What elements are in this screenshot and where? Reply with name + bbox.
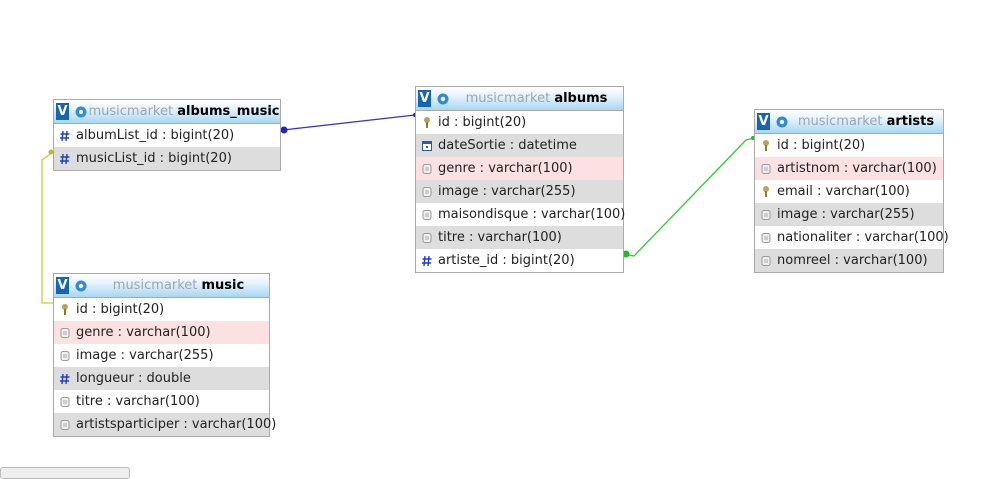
text-icon xyxy=(60,396,70,407)
column-row[interactable]: id : bigint(20) xyxy=(54,298,269,321)
column-label: maisondisque : varchar(100) xyxy=(438,207,626,222)
hash-icon xyxy=(60,373,70,384)
column-label: albumList_id : bigint(20) xyxy=(76,128,235,143)
calendar-icon xyxy=(422,140,432,151)
db-name: musicmarket xyxy=(88,104,174,119)
column-row[interactable]: artiste_id : bigint(20) xyxy=(416,249,623,272)
horizontal-scrollbar[interactable] xyxy=(0,467,130,479)
column-row[interactable]: artistnom : varchar(100) xyxy=(755,157,943,180)
text-icon xyxy=(60,327,70,338)
column-row[interactable]: id : bigint(20) xyxy=(416,111,623,134)
hash-icon xyxy=(422,255,432,266)
table-albums-music[interactable]: V musicmarket albums_music albumList_id … xyxy=(53,99,281,171)
hash-icon xyxy=(60,130,70,141)
db-name: musicmarket xyxy=(112,278,198,293)
column-label: id : bigint(20) xyxy=(76,302,165,317)
key-icon xyxy=(424,116,430,128)
relation-albums-to-artists[interactable] xyxy=(622,136,756,258)
text-icon xyxy=(422,186,432,197)
relation-albums-music-to-albums[interactable] xyxy=(280,113,418,134)
db-name: musicmarket xyxy=(797,114,883,129)
table-name: albums_music xyxy=(177,104,280,119)
text-icon xyxy=(422,163,432,174)
column-label: nomreel : varchar(100) xyxy=(777,253,928,268)
column-label: id : bigint(20) xyxy=(777,138,866,153)
column-label: email : varchar(100) xyxy=(777,184,910,199)
column-label: artistnom : varchar(100) xyxy=(777,161,937,176)
db-name: musicmarket xyxy=(465,91,551,106)
column-label: artiste_id : bigint(20) xyxy=(438,253,575,268)
column-label: nationaliter : varchar(100) xyxy=(777,230,949,245)
text-icon xyxy=(60,350,70,361)
column-row[interactable]: image : varchar(255) xyxy=(755,203,943,226)
column-label: image : varchar(255) xyxy=(777,207,915,222)
toggle-columns-button[interactable]: V xyxy=(757,113,770,130)
column-row[interactable]: nomreel : varchar(100) xyxy=(755,249,943,272)
column-row[interactable]: genre : varchar(100) xyxy=(416,157,623,180)
column-label: artistsparticiper : varchar(100) xyxy=(76,417,277,432)
table-title: musicmarket music xyxy=(88,278,269,293)
table-title: musicmarket albums xyxy=(450,91,623,106)
hash-icon xyxy=(60,153,70,164)
column-label: image : varchar(255) xyxy=(438,184,576,199)
table-name: albums xyxy=(554,91,608,106)
column-row[interactable]: genre : varchar(100) xyxy=(54,321,269,344)
column-label: longueur : double xyxy=(76,371,191,386)
gear-icon[interactable] xyxy=(74,279,88,293)
toggle-columns-button[interactable]: V xyxy=(56,103,69,120)
text-icon xyxy=(422,232,432,243)
key-icon xyxy=(763,185,769,197)
column-row[interactable]: nationaliter : varchar(100) xyxy=(755,226,949,249)
column-row[interactable]: email : varchar(100) xyxy=(755,180,943,203)
column-label: id : bigint(20) xyxy=(438,115,527,130)
table-artists[interactable]: V musicmarket artists id : bigint(20) ar… xyxy=(754,109,949,273)
toggle-columns-button[interactable]: V xyxy=(418,90,431,107)
relation-albums-music-to-music[interactable] xyxy=(41,149,54,304)
table-name: artists xyxy=(886,114,935,129)
gear-icon[interactable] xyxy=(775,115,789,129)
text-icon xyxy=(422,209,432,220)
column-label: dateSortie : datetime xyxy=(438,138,577,153)
column-label: titre : varchar(100) xyxy=(76,394,200,409)
column-label: titre : varchar(100) xyxy=(438,230,562,245)
column-label: image : varchar(255) xyxy=(76,348,214,363)
column-row[interactable]: image : varchar(255) xyxy=(416,180,623,203)
column-row[interactable]: titre : varchar(100) xyxy=(54,390,269,413)
table-header[interactable]: V musicmarket albums xyxy=(416,87,623,111)
column-row[interactable]: longueur : double xyxy=(54,367,269,390)
column-row[interactable]: maisondisque : varchar(100) xyxy=(416,203,626,226)
column-label: genre : varchar(100) xyxy=(438,161,573,176)
column-row[interactable]: titre : varchar(100) xyxy=(416,226,623,249)
text-icon xyxy=(761,209,771,220)
column-row[interactable]: dateSortie : datetime xyxy=(416,134,623,157)
column-row[interactable]: albumList_id : bigint(20) xyxy=(54,124,280,147)
column-row[interactable]: musicList_id : bigint(20) xyxy=(54,147,280,170)
table-albums[interactable]: V musicmarket albums id : bigint(20) dat… xyxy=(415,86,626,273)
text-icon xyxy=(60,419,70,430)
text-icon xyxy=(761,255,771,266)
key-icon xyxy=(62,303,68,315)
column-row[interactable]: image : varchar(255) xyxy=(54,344,269,367)
text-icon xyxy=(761,232,771,243)
column-label: genre : varchar(100) xyxy=(76,325,211,340)
column-row[interactable]: id : bigint(20) xyxy=(755,134,943,157)
table-name: music xyxy=(201,278,245,293)
gear-icon[interactable] xyxy=(436,92,450,106)
gear-icon[interactable] xyxy=(74,105,88,119)
column-row[interactable]: artistsparticiper : varchar(100) xyxy=(54,413,276,436)
table-header[interactable]: V musicmarket music xyxy=(54,274,269,298)
column-label: musicList_id : bigint(20) xyxy=(76,151,232,166)
table-title: musicmarket artists xyxy=(789,114,943,129)
key-icon xyxy=(763,139,769,151)
table-music[interactable]: V musicmarket music id : bigint(20) genr… xyxy=(53,273,276,437)
text-icon xyxy=(761,163,771,174)
table-title: musicmarket albums_music xyxy=(88,104,280,119)
table-header[interactable]: V musicmarket artists xyxy=(755,110,943,134)
table-header[interactable]: V musicmarket albums_music xyxy=(54,100,280,124)
toggle-columns-button[interactable]: V xyxy=(56,277,69,294)
